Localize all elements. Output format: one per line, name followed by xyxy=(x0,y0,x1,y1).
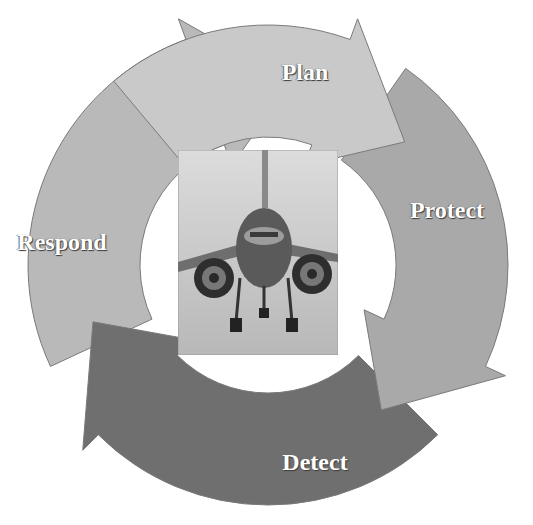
stage-label: Detect xyxy=(282,449,347,476)
airplane-photo xyxy=(178,150,338,355)
stage-label: Protect xyxy=(410,197,484,224)
stage-label: Respond xyxy=(17,229,106,256)
arrow-shape xyxy=(341,68,508,410)
arrow-shape xyxy=(83,322,438,505)
stage-label: Plan xyxy=(282,59,329,86)
cycle-arrow-band: Plan xyxy=(111,16,407,169)
arrow-shape xyxy=(28,19,290,367)
arrow-outline xyxy=(111,16,407,169)
